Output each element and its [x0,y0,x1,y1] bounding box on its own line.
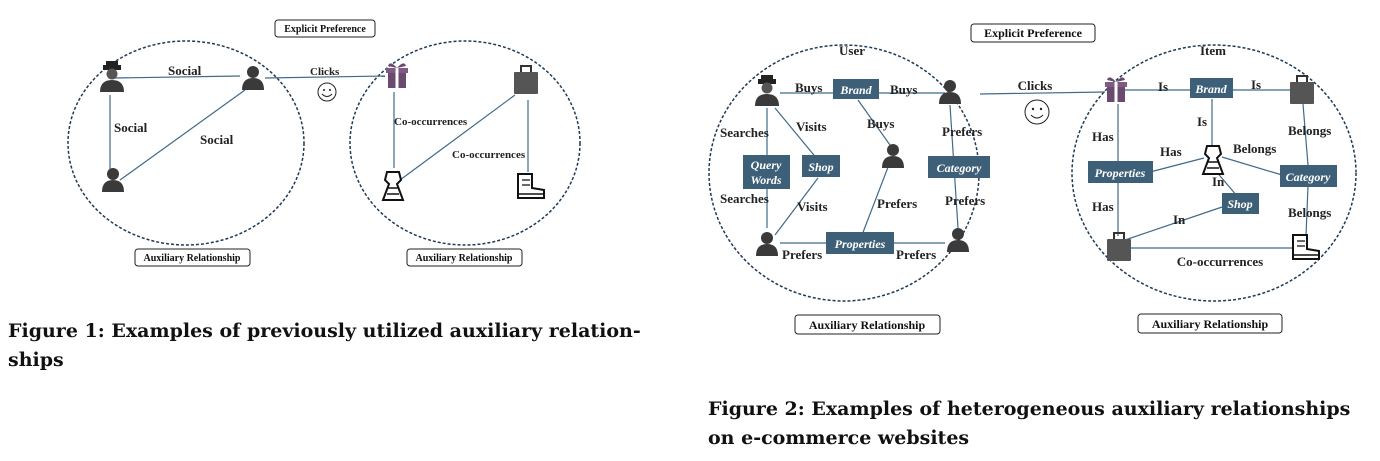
bag-icon [1289,75,1315,105]
smiley-icon [317,82,337,102]
edge-i-in-bottom [1124,205,1226,241]
figure-2-caption: Figure 2: Examples of heterogeneous auxi… [708,395,1373,453]
edge-social-diag [119,89,246,181]
i-box-properties: Properties [1095,166,1146,180]
u-label-buys-left: Buys [795,80,822,95]
edge-i-belongs-mid [1221,156,1283,176]
i-box-category: Category [1286,170,1331,184]
u-label-prefers-bottom-right: Prefers [896,247,936,262]
edge-i-belongs-bottom [1305,185,1309,237]
i-label-is-down: Is [1197,114,1207,129]
u-box-shop: Shop [808,160,833,174]
edge-u-visits [774,107,819,161]
user-hat-icon [755,75,779,106]
label-clicks: Clicks [310,66,340,78]
u-label-visits-bottom: Visits [797,199,828,214]
i-box-brand: Brand [1194,82,1227,96]
figure-1-caption-line1: Figure 1: Examples of previously utilize… [8,320,641,342]
u-label-prefers-middle: Prefers [877,196,917,211]
figure-1: Social Social Social Clicks Co-occurrenc… [67,19,581,267]
label-cooc-left: Co-occurrences [394,116,468,128]
item-ellipse [1071,44,1357,302]
edge-clicks [264,75,386,79]
fig1-aux-left: Auxiliary Relationship [144,253,241,264]
i-label-has-middle: Has [1160,144,1182,159]
u-box-query-line2: Words [750,173,781,187]
user-ellipse [67,40,305,246]
u-label-buys-right: Buys [890,82,917,97]
i-label-is-left: Is [1158,79,1168,94]
gift-icon [1105,77,1127,102]
i-label-in-top: In [1212,174,1225,189]
u-box-category: Category [937,161,982,175]
edge-i-has-mid [1149,157,1205,173]
edge-clicks [979,91,1106,95]
i-label-is-right: Is [1251,77,1261,92]
dress-icon [382,171,404,201]
user-hat-icon [100,61,124,92]
edge-u-buys-down [857,99,891,146]
fig2-item-title: Item [1200,43,1226,58]
figure-1-caption-line2: ships [8,349,64,371]
i-label-cooccurrences: Co-occurrences [1177,254,1263,269]
bag-icon [513,65,539,95]
i-label-belongs-middle: Belongs [1233,141,1276,156]
u-box-brand: Brand [839,83,872,97]
i-label-has-bottom: Has [1092,199,1114,214]
edge-u-visits-bottom [774,177,819,236]
user-woman-icon [882,144,904,168]
u-label-searches-bottom: Searches [720,191,769,206]
u-box-query-line1: Query [751,158,782,172]
dress-icon [1202,145,1224,175]
i-label-in-bottom: In [1173,212,1186,227]
fig2-aux-left: Auxiliary Relationship [809,318,926,332]
edge-cooc-right [399,94,516,181]
i-label-has-left: Has [1092,129,1114,144]
u-label-prefers-bottom-left: Prefers [782,247,822,262]
boot-icon [517,173,545,199]
user-glasses-icon [242,66,264,90]
i-box-shop: Shop [1227,197,1252,211]
fig1-explicit-preference: Explicit Preference [284,24,366,35]
label-social-top: Social [168,63,202,78]
u-box-properties: Properties [835,237,886,251]
figure-2-caption-line2: on e-commerce websites [708,427,970,449]
user-glasses-icon [939,80,961,104]
u-label-searches-top: Searches [720,125,769,140]
u-label-visits-top: Visits [796,119,827,134]
label-cooc-right: Co-occurrences [452,149,526,161]
edge-i-belongs-top [1302,103,1309,166]
user-girl-icon [947,228,969,252]
boot-icon [1292,234,1320,260]
smiley-icon [1024,99,1050,125]
label-social-left: Social [114,120,148,135]
item-ellipse [349,40,581,246]
i-label-belongs-bottom: Belongs [1288,205,1331,220]
edge-u-prefers-mid [861,161,891,236]
u-label-buys-down: Buys [867,116,894,131]
i-label-belongs-top: Belongs [1288,123,1331,138]
figure-2: Brand Query Words Shop Category Properti… [708,23,1357,335]
label-social-diag: Social [200,132,234,147]
figure-2-caption-line1: Figure 2: Examples of heterogeneous auxi… [708,398,1351,420]
fig2-user-title: User [839,43,865,58]
fig2-aux-right: Auxiliary Relationship [1152,317,1269,331]
u-label-prefers-top: Prefers [942,124,982,139]
fig1-aux-right: Auxiliary Relationship [416,253,513,264]
edge-social-top [113,75,241,79]
fig2-clicks: Clicks [1018,78,1053,93]
handbag-icon [1106,232,1132,262]
u-label-prefers-right: Prefers [945,193,985,208]
figure-1-caption: Figure 1: Examples of previously utilize… [8,317,668,375]
user-young-icon [756,232,778,256]
fig2-explicit-preference: Explicit Preference [984,26,1083,40]
gift-icon [386,63,408,88]
